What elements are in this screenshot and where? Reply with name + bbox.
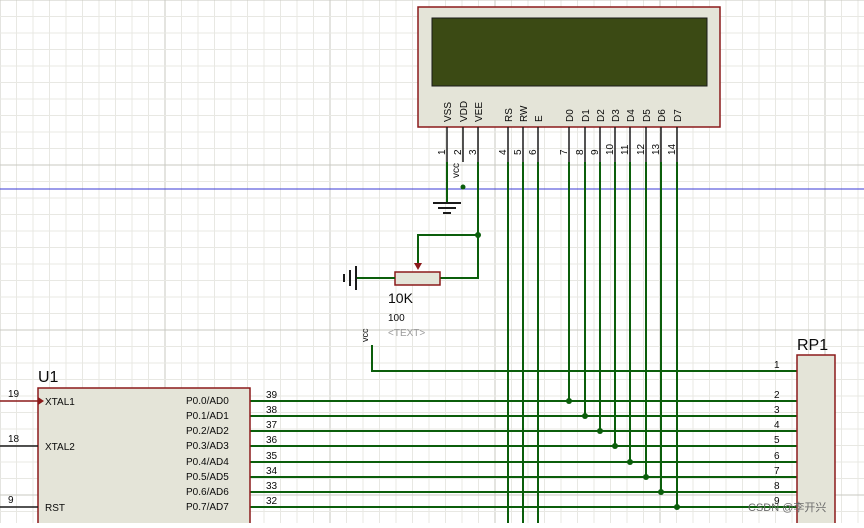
u1-right-pin-number: 34 [266, 466, 278, 477]
u1-left-pin-name: XTAL2 [45, 442, 75, 453]
vdd-junction-dot [460, 184, 466, 190]
u1-left-pin-name: XTAL1 [45, 397, 75, 408]
watermark: CSDN @李开兴 [748, 500, 826, 514]
pot-text-placeholder: <TEXT> [388, 328, 425, 339]
lcd-pin-name: D5 [642, 109, 653, 122]
lcd-pin-number: 10 [605, 143, 616, 155]
pot-body [394, 271, 441, 286]
lcd-pin-number: 7 [559, 149, 570, 155]
u1-right-pin-name: P0.5/AD5 [186, 472, 229, 483]
lcd-screen [431, 17, 708, 87]
u1-ref-label: U1 [38, 369, 59, 386]
lcd-pin-number: 5 [513, 149, 524, 155]
u1-right-pin-name: P0.2/AD2 [186, 426, 229, 437]
u1-right-pin-number: 37 [266, 420, 278, 431]
u1-right-pin-name: P0.3/AD3 [186, 441, 229, 452]
lcd-pins: VSS 1 VDD 2 VEE 3 RS 4 RW 5 E 6 D0 7 D1 8 D2 9 D3 10 D4 11 D5 1… [437, 101, 684, 190]
rp1-pin-number: 3 [774, 405, 780, 416]
u1-left-pin-number: 19 [8, 389, 20, 400]
rp1-pin-number: 4 [774, 420, 780, 431]
pot-wiper-arrow [414, 263, 422, 270]
u1-right-pin-number: 32 [266, 496, 278, 507]
lcd-vdd-vcc-label: vcc [451, 163, 462, 178]
lcd-pin-name: D4 [626, 109, 637, 122]
wire-vcc-rp1 [371, 345, 797, 372]
u1-right-pin-number: 36 [266, 435, 278, 446]
u1-right-pin-number: 38 [266, 405, 278, 416]
lcd-pin-name: E [534, 115, 545, 122]
rp1-pins: 1 2 3 4 5 6 7 8 9 [774, 360, 780, 507]
lcd-pin-name: RW [519, 105, 530, 122]
rp1-pin-number: 6 [774, 451, 780, 462]
pot-vcc-label: vcc [360, 328, 370, 342]
pot-ref-label: 100 [388, 313, 405, 324]
lcd-pin-name: RS [504, 108, 515, 122]
wire-pot-wiper [417, 234, 478, 263]
rp1-body [796, 354, 836, 528]
junction-dot [475, 232, 481, 238]
lcd-module[interactable] [417, 6, 721, 128]
lcd-pin-number: 1 [437, 149, 448, 155]
lcd-pin-name: VSS [443, 102, 454, 122]
lcd-pin-number: 13 [651, 143, 662, 155]
u1-right-pin-number: 39 [266, 390, 278, 401]
lcd-pin-name: D1 [581, 109, 592, 122]
ground-symbol-pot [343, 266, 395, 290]
lcd-pin-name: VDD [459, 101, 470, 122]
rp1-pin-number: 9 [774, 496, 780, 507]
lcd-pin-name: D0 [565, 109, 576, 122]
lcd-pin-name: VEE [474, 102, 485, 122]
lcd-pin-name: D3 [611, 109, 622, 122]
u1-left-pin-number: 18 [8, 434, 20, 445]
u1-right-pin-name: P0.0/AD0 [186, 396, 229, 407]
potentiometer[interactable] [394, 263, 441, 286]
rp1-pin-number: 7 [774, 466, 780, 477]
u1-right-pin-number: 35 [266, 451, 278, 462]
u1-right-pin-name: P0.6/AD6 [186, 487, 229, 498]
u1-right-pin-name: P0.7/AD7 [186, 502, 229, 513]
rp1-pin-number: 1 [774, 360, 780, 371]
lcd-pin-number: 14 [667, 143, 678, 155]
u1-body [37, 387, 251, 528]
u1-right-pin-name: P0.1/AD1 [186, 411, 229, 422]
u1-left-pin-number: 9 [8, 495, 14, 506]
u1-right-pin-number: 33 [266, 481, 278, 492]
u1-right-pin-name: P0.4/AD4 [186, 457, 229, 468]
u1-left-pin-name: RST [45, 503, 65, 514]
wires [250, 162, 797, 523]
u1-chip[interactable] [37, 387, 251, 528]
lcd-pin-name: D7 [673, 109, 684, 122]
rp1-resistor-pack[interactable] [796, 354, 836, 528]
lcd-pin-number: 12 [636, 143, 647, 155]
lcd-pin-number: 3 [468, 149, 479, 155]
rp1-ref-label: RP1 [797, 337, 828, 354]
lcd-pin-number: 6 [528, 149, 539, 155]
rp1-pin-number: 5 [774, 435, 780, 446]
lcd-pin-number: 2 [453, 149, 464, 155]
rp1-pin-number: 2 [774, 390, 780, 401]
wire-vee-pot [440, 162, 479, 279]
lcd-pin-number: 8 [575, 149, 586, 155]
lcd-pin-name: D6 [657, 109, 668, 122]
ground-symbol-lcd [433, 162, 461, 214]
lcd-pin-number: 9 [590, 149, 601, 155]
pot-value-label: 10K [388, 290, 414, 306]
lcd-pin-number: 11 [620, 144, 631, 155]
lcd-pin-name: D2 [596, 109, 607, 122]
rp1-pin-number: 8 [774, 481, 780, 492]
xtal1-clock-marker [38, 397, 44, 405]
lcd-pin-number: 4 [498, 149, 509, 155]
